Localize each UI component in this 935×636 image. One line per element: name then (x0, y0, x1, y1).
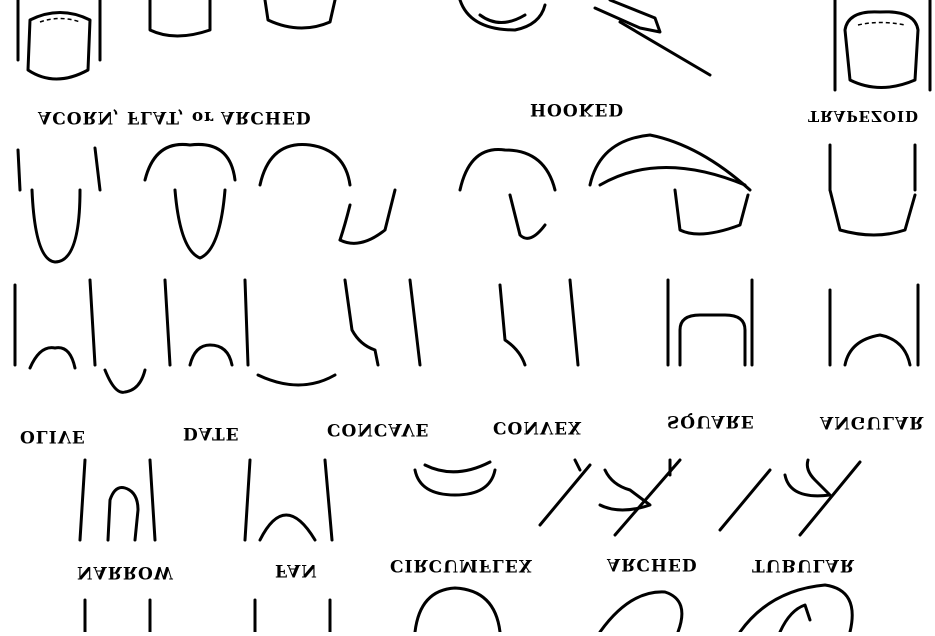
nail-square-drawing (830, 145, 915, 235)
label-convex: CONVEX (493, 418, 582, 435)
label-narrow: NARROW (77, 563, 174, 580)
nail-arched-drawing-2 (500, 280, 578, 365)
nail-concave-drawing (260, 145, 395, 244)
label-trapezoid: TRAPEZOID (808, 108, 919, 123)
nail-trapezoid-drawing (835, 0, 930, 90)
label-tubular: TUBULAR (752, 556, 855, 573)
row5-drawings (85, 585, 852, 632)
nail-circumflex-drawing (345, 280, 420, 365)
label-fan: FAN (275, 561, 318, 578)
label-angular: ANGULAR (820, 413, 924, 430)
row4-drawings (80, 460, 860, 540)
label-date: DATE (183, 424, 240, 441)
nail-acorn-drawing (18, 0, 100, 79)
label-acorn-flat-arched: ACORN, FLAT, or ARCHED (38, 108, 312, 125)
nail-date-drawing (145, 144, 235, 258)
label-concave: CONCAVE (327, 420, 430, 437)
label-arched: ARCHED (607, 555, 698, 572)
label-olive: OLIVE (20, 427, 86, 444)
nail-fan-drawing (190, 280, 335, 385)
nail-flat-drawing (150, 0, 210, 36)
label-circumflex: CIRCUMFLEX (390, 556, 533, 573)
nail-narrow-drawing (15, 280, 170, 392)
nail-arched-drawing (265, 0, 335, 28)
label-hooked: HOOKED (530, 100, 624, 117)
nail-hooked-drawing (460, 0, 710, 75)
nail-tubular-drawing (668, 280, 918, 365)
nail-convex-drawing (460, 135, 750, 238)
label-square: SQUARE (667, 412, 755, 429)
nail-olive-drawing (18, 148, 100, 262)
